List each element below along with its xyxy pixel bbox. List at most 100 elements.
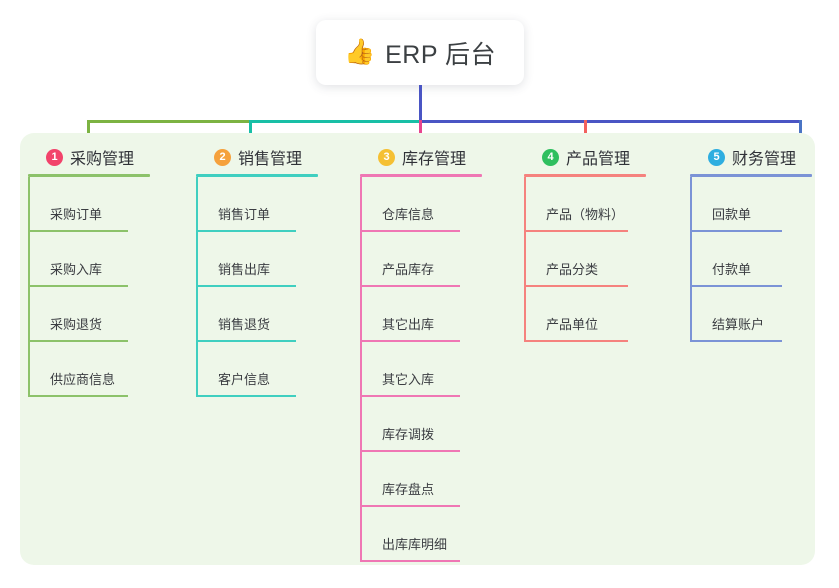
- column-spine: [360, 177, 362, 562]
- leaf-item-label: 库存调拨: [382, 427, 435, 442]
- leaf-item-underline: [360, 450, 460, 452]
- leaf-list: 采购订单采购入库采购退货供应商信息: [28, 177, 178, 397]
- leaf-item-label: 产品单位: [546, 317, 599, 332]
- thumbs-up-emoji: 👍: [343, 38, 376, 66]
- column-header[interactable]: 5 财务管理: [690, 146, 839, 168]
- leaf-item[interactable]: 客户信息: [196, 342, 346, 397]
- column-title: 库存管理: [402, 151, 467, 168]
- column-underline: [28, 174, 150, 177]
- leaf-item-underline: [196, 285, 296, 287]
- leaf-item-label: 其它入库: [382, 372, 435, 387]
- leaf-item[interactable]: 采购退货: [28, 287, 178, 342]
- leaf-item-label: 出库库明细: [382, 537, 448, 552]
- leaf-list: 销售订单销售出库销售退货客户信息: [196, 177, 346, 397]
- root-node-card[interactable]: 👍 ERP 后台: [316, 20, 524, 85]
- leaf-item[interactable]: 产品单位: [524, 287, 674, 342]
- leaf-item-label: 采购订单: [50, 207, 103, 222]
- column-underline: [524, 174, 646, 177]
- leaf-item[interactable]: 付款单: [690, 232, 839, 287]
- leaf-item-underline: [196, 340, 296, 342]
- column-header[interactable]: 4 产品管理: [524, 146, 674, 168]
- leaf-item-label: 客户信息: [218, 372, 271, 387]
- column-number-badge: 4: [542, 148, 559, 166]
- column-spine: [28, 177, 30, 397]
- leaf-item-label: 销售出库: [218, 262, 271, 277]
- leaf-item[interactable]: 库存调拨: [360, 397, 510, 452]
- leaf-item-label: 销售退货: [218, 317, 271, 332]
- connector-bus-segment-teal: [249, 120, 421, 123]
- leaf-item-label: 回款单: [712, 207, 752, 222]
- leaf-item[interactable]: 供应商信息: [28, 342, 178, 397]
- column-title: 财务管理: [732, 151, 797, 168]
- leaf-item[interactable]: 其它出库: [360, 287, 510, 342]
- connector-bus-segment-blue: [419, 120, 802, 123]
- column-title: 产品管理: [566, 151, 631, 168]
- leaf-item-label: 结算账户: [712, 317, 765, 332]
- leaf-list: 回款单付款单结算账户: [690, 177, 839, 342]
- leaf-item[interactable]: 产品库存: [360, 232, 510, 287]
- column-underline: [360, 174, 482, 177]
- leaf-item[interactable]: 回款单: [690, 177, 839, 232]
- column-1: 1 采购管理采购订单采购入库采购退货供应商信息: [28, 146, 178, 397]
- connector-bus-segment-green: [87, 120, 251, 123]
- leaf-item[interactable]: 仓库信息: [360, 177, 510, 232]
- leaf-item[interactable]: 库存盘点: [360, 452, 510, 507]
- column-4: 4 产品管理产品（物料） 产品分类产品单位: [524, 146, 674, 342]
- leaf-item-underline: [360, 505, 460, 507]
- leaf-item[interactable]: 采购订单: [28, 177, 178, 232]
- leaf-item-underline: [196, 230, 296, 232]
- column-spine: [196, 177, 198, 397]
- leaf-item[interactable]: 采购入库: [28, 232, 178, 287]
- leaf-item-underline: [524, 340, 628, 342]
- leaf-item-underline: [28, 340, 128, 342]
- leaf-item-underline: [524, 285, 628, 287]
- leaf-item-underline: [690, 285, 782, 287]
- leaf-item-underline: [28, 230, 128, 232]
- leaf-item-label: 库存盘点: [382, 482, 435, 497]
- leaf-item-label: 产品库存: [382, 262, 435, 277]
- leaf-item-label: 采购退货: [50, 317, 103, 332]
- leaf-item[interactable]: 销售退货: [196, 287, 346, 342]
- leaf-item-label: 产品分类: [546, 262, 599, 277]
- leaf-item[interactable]: 产品（物料）: [524, 177, 674, 232]
- leaf-item-underline: [360, 230, 460, 232]
- leaf-item-label: 其它出库: [382, 317, 435, 332]
- leaf-item-underline: [690, 230, 782, 232]
- leaf-item-underline: [360, 340, 460, 342]
- leaf-item[interactable]: 销售订单: [196, 177, 346, 232]
- column-header[interactable]: 1 采购管理: [28, 146, 178, 168]
- leaf-item[interactable]: 产品分类: [524, 232, 674, 287]
- leaf-item[interactable]: 结算账户: [690, 287, 839, 342]
- leaf-list: 产品（物料） 产品分类产品单位: [524, 177, 674, 342]
- column-spine: [690, 177, 692, 342]
- leaf-item-underline: [360, 560, 460, 562]
- column-number-badge: 2: [214, 148, 231, 166]
- leaf-item-underline: [28, 395, 128, 397]
- leaf-item[interactable]: 其它入库: [360, 342, 510, 397]
- leaf-list: 仓库信息产品库存其它出库其它入库库存调拨库存盘点出库库明细: [360, 177, 510, 562]
- column-number-badge: 1: [46, 148, 63, 166]
- column-title: 采购管理: [70, 151, 135, 168]
- column-number-badge: 5: [708, 148, 725, 166]
- column-spine: [524, 177, 526, 342]
- leaf-item-label: 供应商信息: [50, 372, 116, 387]
- leaf-item-underline: [360, 395, 460, 397]
- leaf-item-underline: [28, 285, 128, 287]
- leaf-item-label: 产品（物料）: [546, 207, 625, 222]
- leaf-item[interactable]: 出库库明细: [360, 507, 510, 562]
- leaf-item-underline: [690, 340, 782, 342]
- leaf-item-underline: [196, 395, 296, 397]
- column-underline: [196, 174, 318, 177]
- leaf-item[interactable]: 销售出库: [196, 232, 346, 287]
- leaf-item-label: 销售订单: [218, 207, 271, 222]
- leaf-item-underline: [524, 230, 628, 232]
- column-5: 5 财务管理回款单付款单结算账户: [690, 146, 839, 342]
- column-underline: [690, 174, 812, 177]
- leaf-item-label: 采购入库: [50, 262, 103, 277]
- leaf-item-label: 付款单: [712, 262, 752, 277]
